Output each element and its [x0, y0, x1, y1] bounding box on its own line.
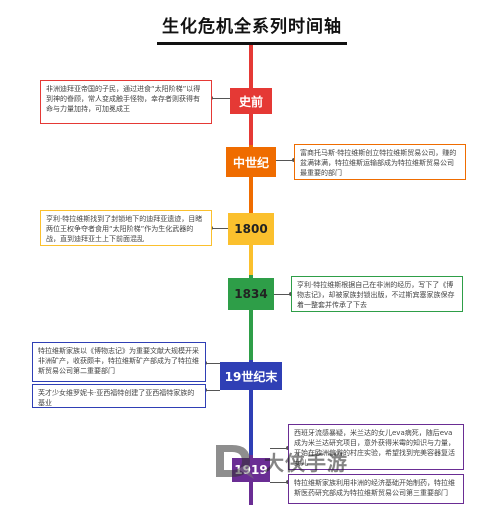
node-19th-century: 19世纪末	[220, 362, 282, 390]
connector	[205, 390, 220, 391]
watermark-text: 大侠手游	[264, 450, 348, 475]
timeline-segment-19th-century	[249, 360, 253, 455]
timeline-segment-1800	[249, 217, 253, 275]
node-label: 1834	[234, 287, 268, 301]
node-1800: 1800	[228, 213, 274, 245]
event-box-19th-century-mining: 特拉维斯家族以《博物志记》为重要文献大规模开采非洲矿产，收获颇丰，特拉维斯矿产部…	[32, 342, 206, 382]
node-label: 史前	[238, 94, 263, 109]
page-title: 生化危机全系列时间轴	[162, 17, 342, 37]
event-box-medieval: 富商托马斯·特拉维斯创立特拉维斯贸易公司，赚的盆满钵满，特拉维斯运输部成为特拉维…	[294, 144, 466, 180]
event-text: 西班牙流感暴疑，米兰达的女儿eva病死，随后eva成为米兰达研究项目，意外获得米…	[294, 429, 455, 468]
connector	[276, 160, 294, 161]
timeline-segment-medieval	[249, 145, 253, 217]
connector	[211, 228, 228, 229]
node-1834: 1834	[228, 278, 274, 310]
connector	[205, 363, 220, 364]
event-text: 特拉维斯家族以《博物志记》为重要文献大规模开采非洲矿产，收获颇丰，特拉维斯矿产部…	[38, 347, 199, 376]
event-text: 非洲迪拜亚帝国的子民，通过进食“太阳阶梯”以得到神的眷顾，常人变成触手怪物，幸存…	[46, 85, 201, 114]
logo-icon	[216, 445, 254, 479]
event-text: 亨利·特拉维斯找到了封锁地下的迪拜亚遗迹，目睹两位王权争夺者食用“太阳阶梯”作为…	[46, 215, 203, 244]
timeline-segment-1834	[249, 275, 253, 360]
node-label: 中世纪	[232, 155, 269, 170]
event-box-1919-flu: 西班牙流感暴疑，米兰达的女儿eva病死，随后eva成为米兰达研究项目，意外获得米…	[288, 424, 464, 470]
node-medieval: 中世纪	[226, 147, 276, 177]
event-text: 芙才少女维罗妮卡·亚西福特创建了亚西福特家族的基业	[38, 389, 195, 408]
connector	[274, 294, 291, 295]
event-box-19th-century-ashford: 芙才少女维罗妮卡·亚西福特创建了亚西福特家族的基业	[32, 384, 206, 408]
connector	[270, 448, 288, 449]
event-box-1834: 亨利·特拉维斯根据自己在非洲的经历，写下了《博物志记》，却被家族封锁出版，不过斯…	[291, 276, 463, 312]
event-box-1800: 亨利·特拉维斯找到了封锁地下的迪拜亚遗迹，目睹两位王权争夺者食用“太阳阶梯”作为…	[40, 210, 212, 246]
connector	[211, 98, 230, 99]
title-underline	[157, 42, 347, 45]
event-text: 特拉维斯家族利用非洲的经济基础开始制药，特拉维斯医药研究部成为特拉维斯贸易公司第…	[294, 479, 455, 498]
connector	[270, 482, 288, 483]
event-text: 亨利·特拉维斯根据自己在非洲的经历，写下了《博物志记》，却被家族封锁出版，不过斯…	[297, 281, 455, 310]
node-label: 19世纪末	[224, 369, 278, 384]
node-label: 1800	[234, 222, 268, 236]
event-box-prehistory: 非洲迪拜亚帝国的子民，通过进食“太阳阶梯”以得到神的眷顾，常人变成触手怪物，幸存…	[40, 80, 212, 124]
watermark: 大侠手游	[212, 440, 382, 482]
event-text: 富商托马斯·特拉维斯创立特拉维斯贸易公司，赚的盆满钵满，特拉维斯运输部成为特拉维…	[300, 149, 457, 178]
node-prehistory: 史前	[230, 88, 272, 114]
